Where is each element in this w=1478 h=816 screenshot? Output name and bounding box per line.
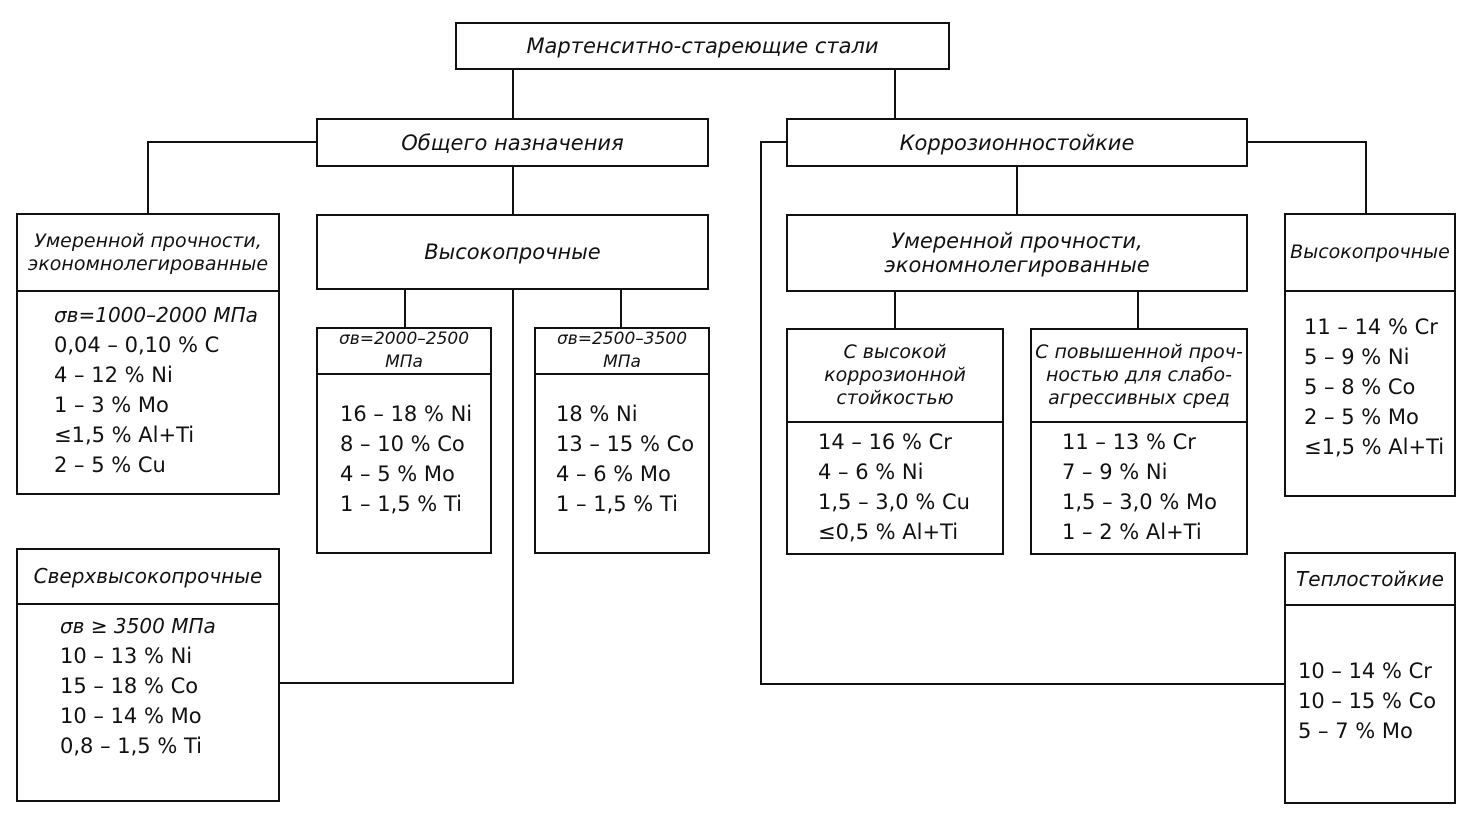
general-moderate-composition: σв=1000–2000 МПа 0,04 – 0,10 % C 4 – 12 … bbox=[18, 292, 278, 488]
composition-line: 0,8 – 1,5 % Ti bbox=[60, 734, 202, 758]
general-moderate-title-line: Умеренной прочности, bbox=[34, 229, 262, 252]
high-2500-box: σв=2500–3500 МПа 18 % Ni 13 – 15 % Co 4 … bbox=[534, 327, 710, 554]
composition-line: 11 – 14 % Cr bbox=[1304, 315, 1438, 339]
composition-line: 4 – 6 % Ni bbox=[818, 460, 924, 484]
heat-resistant-header: Теплостойкие bbox=[1286, 554, 1454, 606]
high-2000-title: σв=2000–2500 МПа bbox=[338, 329, 470, 372]
ultra-high-composition: σв ≥ 3500 МПа 10 – 13 % Ni 15 – 18 % Co … bbox=[18, 605, 278, 769]
composition-line: 1 – 1,5 % Ti bbox=[340, 492, 462, 516]
increased-strength-box: С повышенной проч- ностью для слабо- агр… bbox=[1030, 328, 1248, 555]
general-high-strength-box: Высокопрочные bbox=[316, 214, 709, 290]
root-box: Мартенситно-стареющие стали bbox=[455, 22, 950, 70]
high-2000-header: σв=2000–2500 МПа bbox=[318, 329, 490, 375]
corrosion-moderate-title-line: экономнолегированные bbox=[884, 253, 1150, 277]
composition-line: 11 – 13 % Cr bbox=[1062, 430, 1196, 454]
increased-strength-title-line: С повышенной проч- bbox=[1035, 341, 1243, 363]
strength-value: σв ≥ 3500 МПа bbox=[60, 614, 216, 638]
corrosion-resistant-box: Коррозионностойкие bbox=[786, 118, 1248, 167]
composition-line: 0,04 – 0,10 % C bbox=[54, 333, 220, 357]
composition-line: 15 – 18 % Co bbox=[60, 674, 199, 698]
composition-line: 1 – 2 % Al+Ti bbox=[1062, 520, 1202, 544]
composition-line: ≤1,5 % Al+Ti bbox=[54, 423, 195, 447]
composition-line: 1 – 3 % Mo bbox=[54, 393, 169, 417]
composition-line: 1,5 – 3,0 % Mo bbox=[1062, 490, 1217, 514]
general-moderate-box: Умеренной прочности, экономнолегированны… bbox=[16, 213, 280, 495]
ultra-high-title: Сверхвысокопрочные bbox=[33, 564, 263, 588]
corrosion-high-strength-box: Высокопрочные 11 – 14 % Cr 5 – 9 % Ni 5 … bbox=[1284, 213, 1456, 497]
increased-strength-title-line: агрессивных сред bbox=[1048, 387, 1230, 409]
corrosion-moderate-title-line: Умеренной прочности, bbox=[891, 229, 1143, 253]
composition-line: 7 – 9 % Ni bbox=[1062, 460, 1168, 484]
high-resistance-title-line: коррозионной bbox=[824, 364, 966, 386]
connector-general-moderate bbox=[147, 141, 318, 215]
root-title: Мартенситно-стареющие стали bbox=[526, 34, 879, 58]
high-2500-title: σв=2500–3500 МПа bbox=[556, 329, 688, 372]
ultra-high-header: Сверхвысокопрочные bbox=[18, 550, 278, 605]
composition-line: 10 – 15 % Co bbox=[1298, 689, 1437, 713]
connector-corrosion-high bbox=[1247, 141, 1367, 215]
composition-line: 10 – 14 % Cr bbox=[1298, 659, 1432, 683]
high-resistance-composition: 14 – 16 % Cr 4 – 6 % Ni 1,5 – 3,0 % Cu ≤… bbox=[788, 423, 1002, 555]
increased-strength-composition: 11 – 13 % Cr 7 – 9 % Ni 1,5 – 3,0 % Mo 1… bbox=[1032, 423, 1246, 555]
heat-resistant-box: Теплостойкие 10 – 14 % Cr 10 – 15 % Co 5… bbox=[1284, 552, 1456, 804]
composition-line: 10 – 13 % Ni bbox=[60, 644, 193, 668]
heat-resistant-composition: 10 – 14 % Cr 10 – 15 % Co 5 – 7 % Mo bbox=[1286, 606, 1454, 754]
heat-resistant-title: Теплостойкие bbox=[1296, 566, 1444, 591]
corrosion-moderate-box: Умеренной прочности, экономнолегированны… bbox=[786, 214, 1248, 292]
composition-line: ≤0,5 % Al+Ti bbox=[818, 520, 959, 544]
composition-line: 2 – 5 % Mo bbox=[1304, 405, 1419, 429]
high-2500-header: σв=2500–3500 МПа bbox=[536, 329, 708, 375]
composition-line: 8 – 10 % Co bbox=[340, 432, 465, 456]
composition-line: 18 % Ni bbox=[556, 402, 638, 426]
composition-line: 4 – 6 % Mo bbox=[556, 462, 671, 486]
general-moderate-title-line: экономнолегированные bbox=[27, 252, 269, 275]
composition-line: 5 – 9 % Ni bbox=[1304, 345, 1410, 369]
corrosion-high-strength-title: Высокопрочные bbox=[1290, 241, 1450, 263]
composition-line: 10 – 14 % Mo bbox=[60, 704, 202, 728]
composition-line: 5 – 8 % Co bbox=[1304, 375, 1416, 399]
composition-line: 14 – 16 % Cr bbox=[818, 430, 952, 454]
composition-line: ≤1,5 % Al+Ti bbox=[1304, 435, 1445, 459]
high-resistance-box: С высокой коррозионной стойкостью 14 – 1… bbox=[786, 328, 1004, 555]
increased-strength-title-line: ностью для слабо- bbox=[1046, 364, 1232, 386]
composition-line: 4 – 5 % Mo bbox=[340, 462, 455, 486]
composition-line: 1,5 – 3,0 % Cu bbox=[818, 490, 970, 514]
composition-line: 16 – 18 % Ni bbox=[340, 402, 473, 426]
composition-line: 2 – 5 % Cu bbox=[54, 453, 166, 477]
high-2000-composition: 16 – 18 % Ni 8 – 10 % Co 4 – 5 % Mo 1 – … bbox=[318, 375, 490, 527]
general-purpose-box: Общего назначения bbox=[316, 118, 709, 167]
ultra-high-box: Сверхвысокопрочные σв ≥ 3500 МПа 10 – 13… bbox=[16, 548, 280, 802]
composition-line: 5 – 7 % Mo bbox=[1298, 719, 1413, 743]
general-high-strength-title: Высокопрочные bbox=[424, 240, 601, 264]
corrosion-resistant-title: Коррозионностойкие bbox=[899, 130, 1135, 155]
high-resistance-title-line: стойкостью bbox=[836, 387, 954, 409]
increased-strength-header: С повышенной проч- ностью для слабо- агр… bbox=[1032, 330, 1246, 423]
connector-corrosion-heat bbox=[760, 141, 1284, 685]
high-resistance-header: С высокой коррозионной стойкостью bbox=[788, 330, 1002, 423]
strength-value: σв=1000–2000 МПа bbox=[54, 303, 258, 327]
corrosion-high-strength-header: Высокопрочные bbox=[1286, 215, 1454, 292]
general-moderate-header: Умеренной прочности, экономнолегированны… bbox=[18, 215, 278, 292]
composition-line: 13 – 15 % Co bbox=[556, 432, 695, 456]
corrosion-high-strength-composition: 11 – 14 % Cr 5 – 9 % Ni 5 – 8 % Co 2 – 5… bbox=[1286, 292, 1454, 470]
general-purpose-title: Общего назначения bbox=[401, 130, 624, 155]
high-2000-box: σв=2000–2500 МПа 16 – 18 % Ni 8 – 10 % C… bbox=[316, 327, 492, 554]
connector-high-ultra bbox=[280, 289, 514, 684]
composition-line: 1 – 1,5 % Ti bbox=[556, 492, 678, 516]
high-resistance-title-line: С высокой bbox=[843, 341, 947, 363]
high-2500-composition: 18 % Ni 13 – 15 % Co 4 – 6 % Mo 1 – 1,5 … bbox=[536, 375, 708, 527]
composition-line: 4 – 12 % Ni bbox=[54, 363, 173, 387]
